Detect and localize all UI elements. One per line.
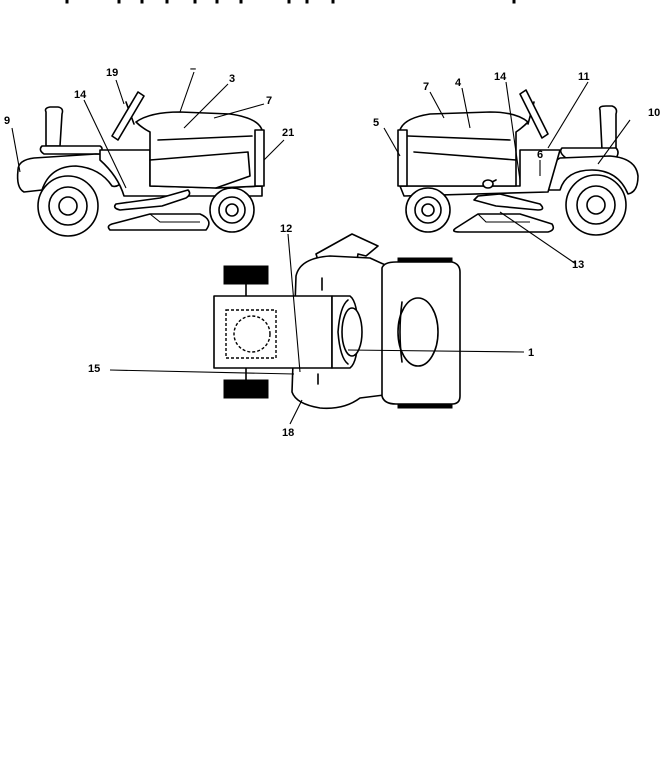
callout-18: 18 xyxy=(282,427,294,439)
top-view-tractor xyxy=(213,233,461,410)
callout-3: 3 xyxy=(229,73,235,85)
rear-fender-left xyxy=(16,153,125,193)
callout-19: 19 xyxy=(106,67,118,79)
callout-labels: 19 – 3 7 9 14 21 7 4 14 11 10 5 6 13 12 … xyxy=(4,63,660,439)
callout-7-right: 7 xyxy=(423,81,429,93)
foot-pedal-left xyxy=(113,189,191,211)
rear-tire-bottom xyxy=(223,379,269,399)
steering-wheel-right xyxy=(519,89,549,139)
grille-right xyxy=(397,129,408,187)
callout-5: 5 xyxy=(373,117,379,129)
callout-4: 4 xyxy=(455,77,462,89)
seat-cushion-left xyxy=(39,145,103,155)
callout-9: 9 xyxy=(4,115,10,127)
seat-back-right xyxy=(598,105,618,151)
top-edge-marks xyxy=(65,0,516,4)
front-tire-top xyxy=(397,257,453,263)
seat-outline-top xyxy=(225,309,277,359)
callout-11: 11 xyxy=(578,71,590,83)
rear-body-top xyxy=(213,295,333,369)
mower-deck-right xyxy=(452,213,555,233)
steering-wheel-left xyxy=(111,91,145,141)
callout-21: 21 xyxy=(282,127,294,139)
callout-7-left: 7 xyxy=(266,95,272,107)
callout-dash: – xyxy=(190,63,196,75)
callout-12: 12 xyxy=(280,223,292,235)
grille-left xyxy=(254,129,265,187)
callout-1: 1 xyxy=(528,347,534,359)
callout-15: 15 xyxy=(88,363,100,375)
callout-14-right: 14 xyxy=(494,71,507,83)
front-tire-bottom xyxy=(397,403,453,409)
hood-right xyxy=(399,111,529,187)
right-side-view-tractor xyxy=(397,89,639,236)
foot-pedal-right xyxy=(473,193,544,211)
right-view-leaders xyxy=(383,81,631,265)
callout-14-left: 14 xyxy=(74,89,87,101)
callout-10: 10 xyxy=(648,107,660,119)
seat-back-left xyxy=(44,106,64,147)
callout-6: 6 xyxy=(537,149,543,161)
callout-13: 13 xyxy=(572,259,584,271)
mower-deck-left xyxy=(107,213,210,231)
hood-left xyxy=(135,111,263,189)
left-side-view-tractor xyxy=(16,91,265,237)
left-view-leaders xyxy=(11,71,285,189)
rear-tire-top xyxy=(223,265,269,285)
top-view-leaders xyxy=(109,233,525,425)
